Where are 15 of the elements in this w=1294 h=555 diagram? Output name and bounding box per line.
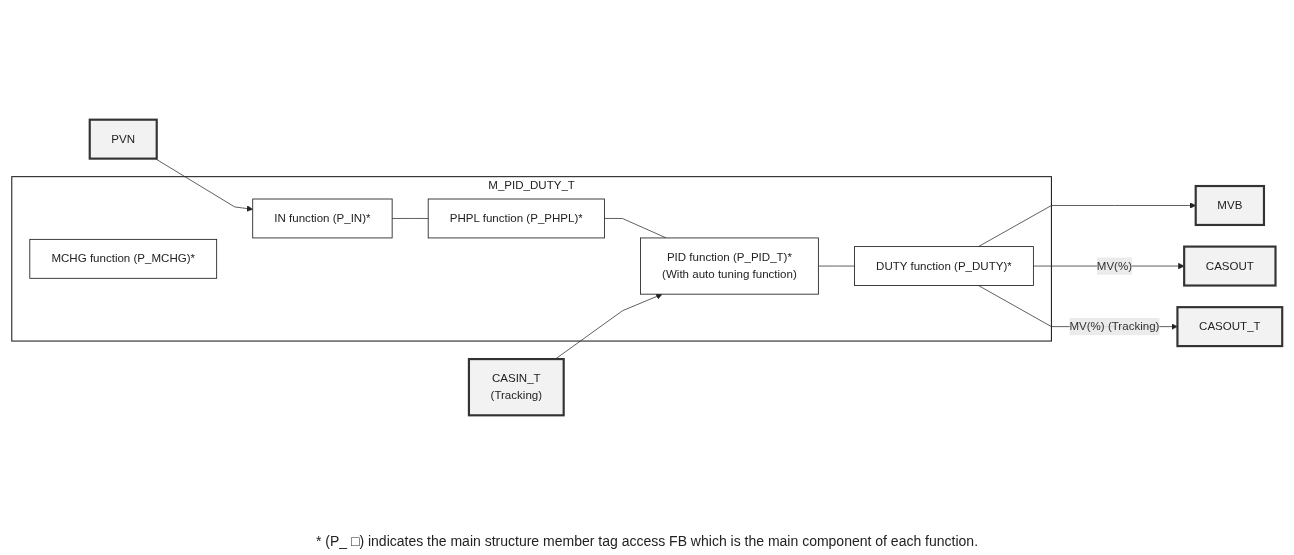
edge-label: MV(%) [1096, 259, 1133, 272]
node-box: IN function (P_IN)* [252, 198, 393, 239]
node-box: CASOUT [1183, 245, 1277, 287]
node-box: MVB [1194, 184, 1266, 227]
node-box: CASOUT_T [1176, 306, 1284, 348]
node-box: MCHG function (P_MCHG)* [29, 238, 218, 279]
connector [818, 265, 855, 267]
edge-label: MV(%) (Tracking) [1069, 320, 1160, 333]
node-box: PVN [88, 118, 158, 160]
node-box: DUTY function (P_DUTY)* [854, 246, 1034, 286]
node-box: PID function (P_PID_T)* (With auto tuning function) [640, 237, 819, 295]
node-box: PHPL function (P_PHPL)* [427, 198, 605, 239]
connector [391, 218, 429, 219]
footnote: * (P_ □) indicates the main structure member tag access FB which is the main component of each function. [315, 533, 979, 549]
node-box: CASIN_T (Tracking) [467, 358, 565, 417]
